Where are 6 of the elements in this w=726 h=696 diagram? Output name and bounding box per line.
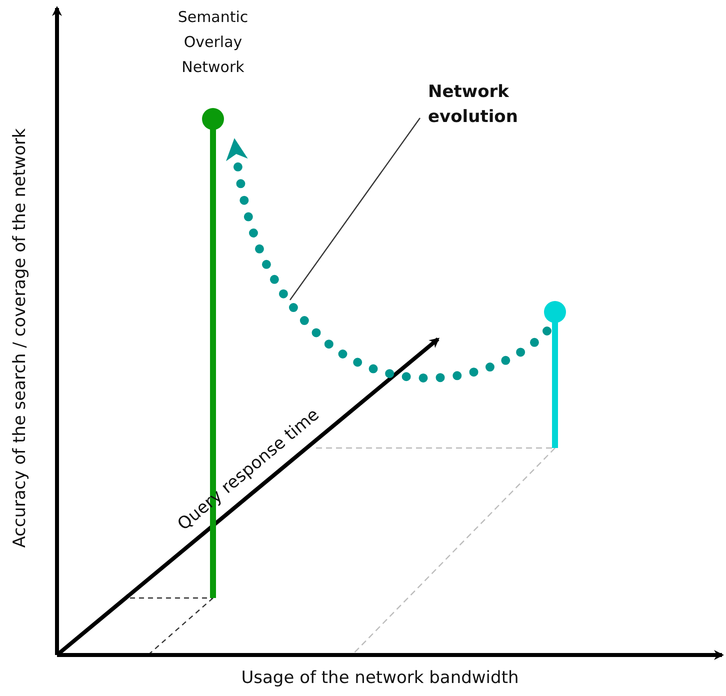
leader-line <box>290 118 420 300</box>
callout-text: Network evolution <box>428 80 548 130</box>
axis-label: Usage of the network bandwidth <box>240 667 520 690</box>
axis-label: Accuracy of the search / coverage of the network <box>9 127 31 550</box>
pin-heading: Semantic Overlay Network <box>176 7 250 78</box>
dotted-arrow <box>226 138 552 383</box>
